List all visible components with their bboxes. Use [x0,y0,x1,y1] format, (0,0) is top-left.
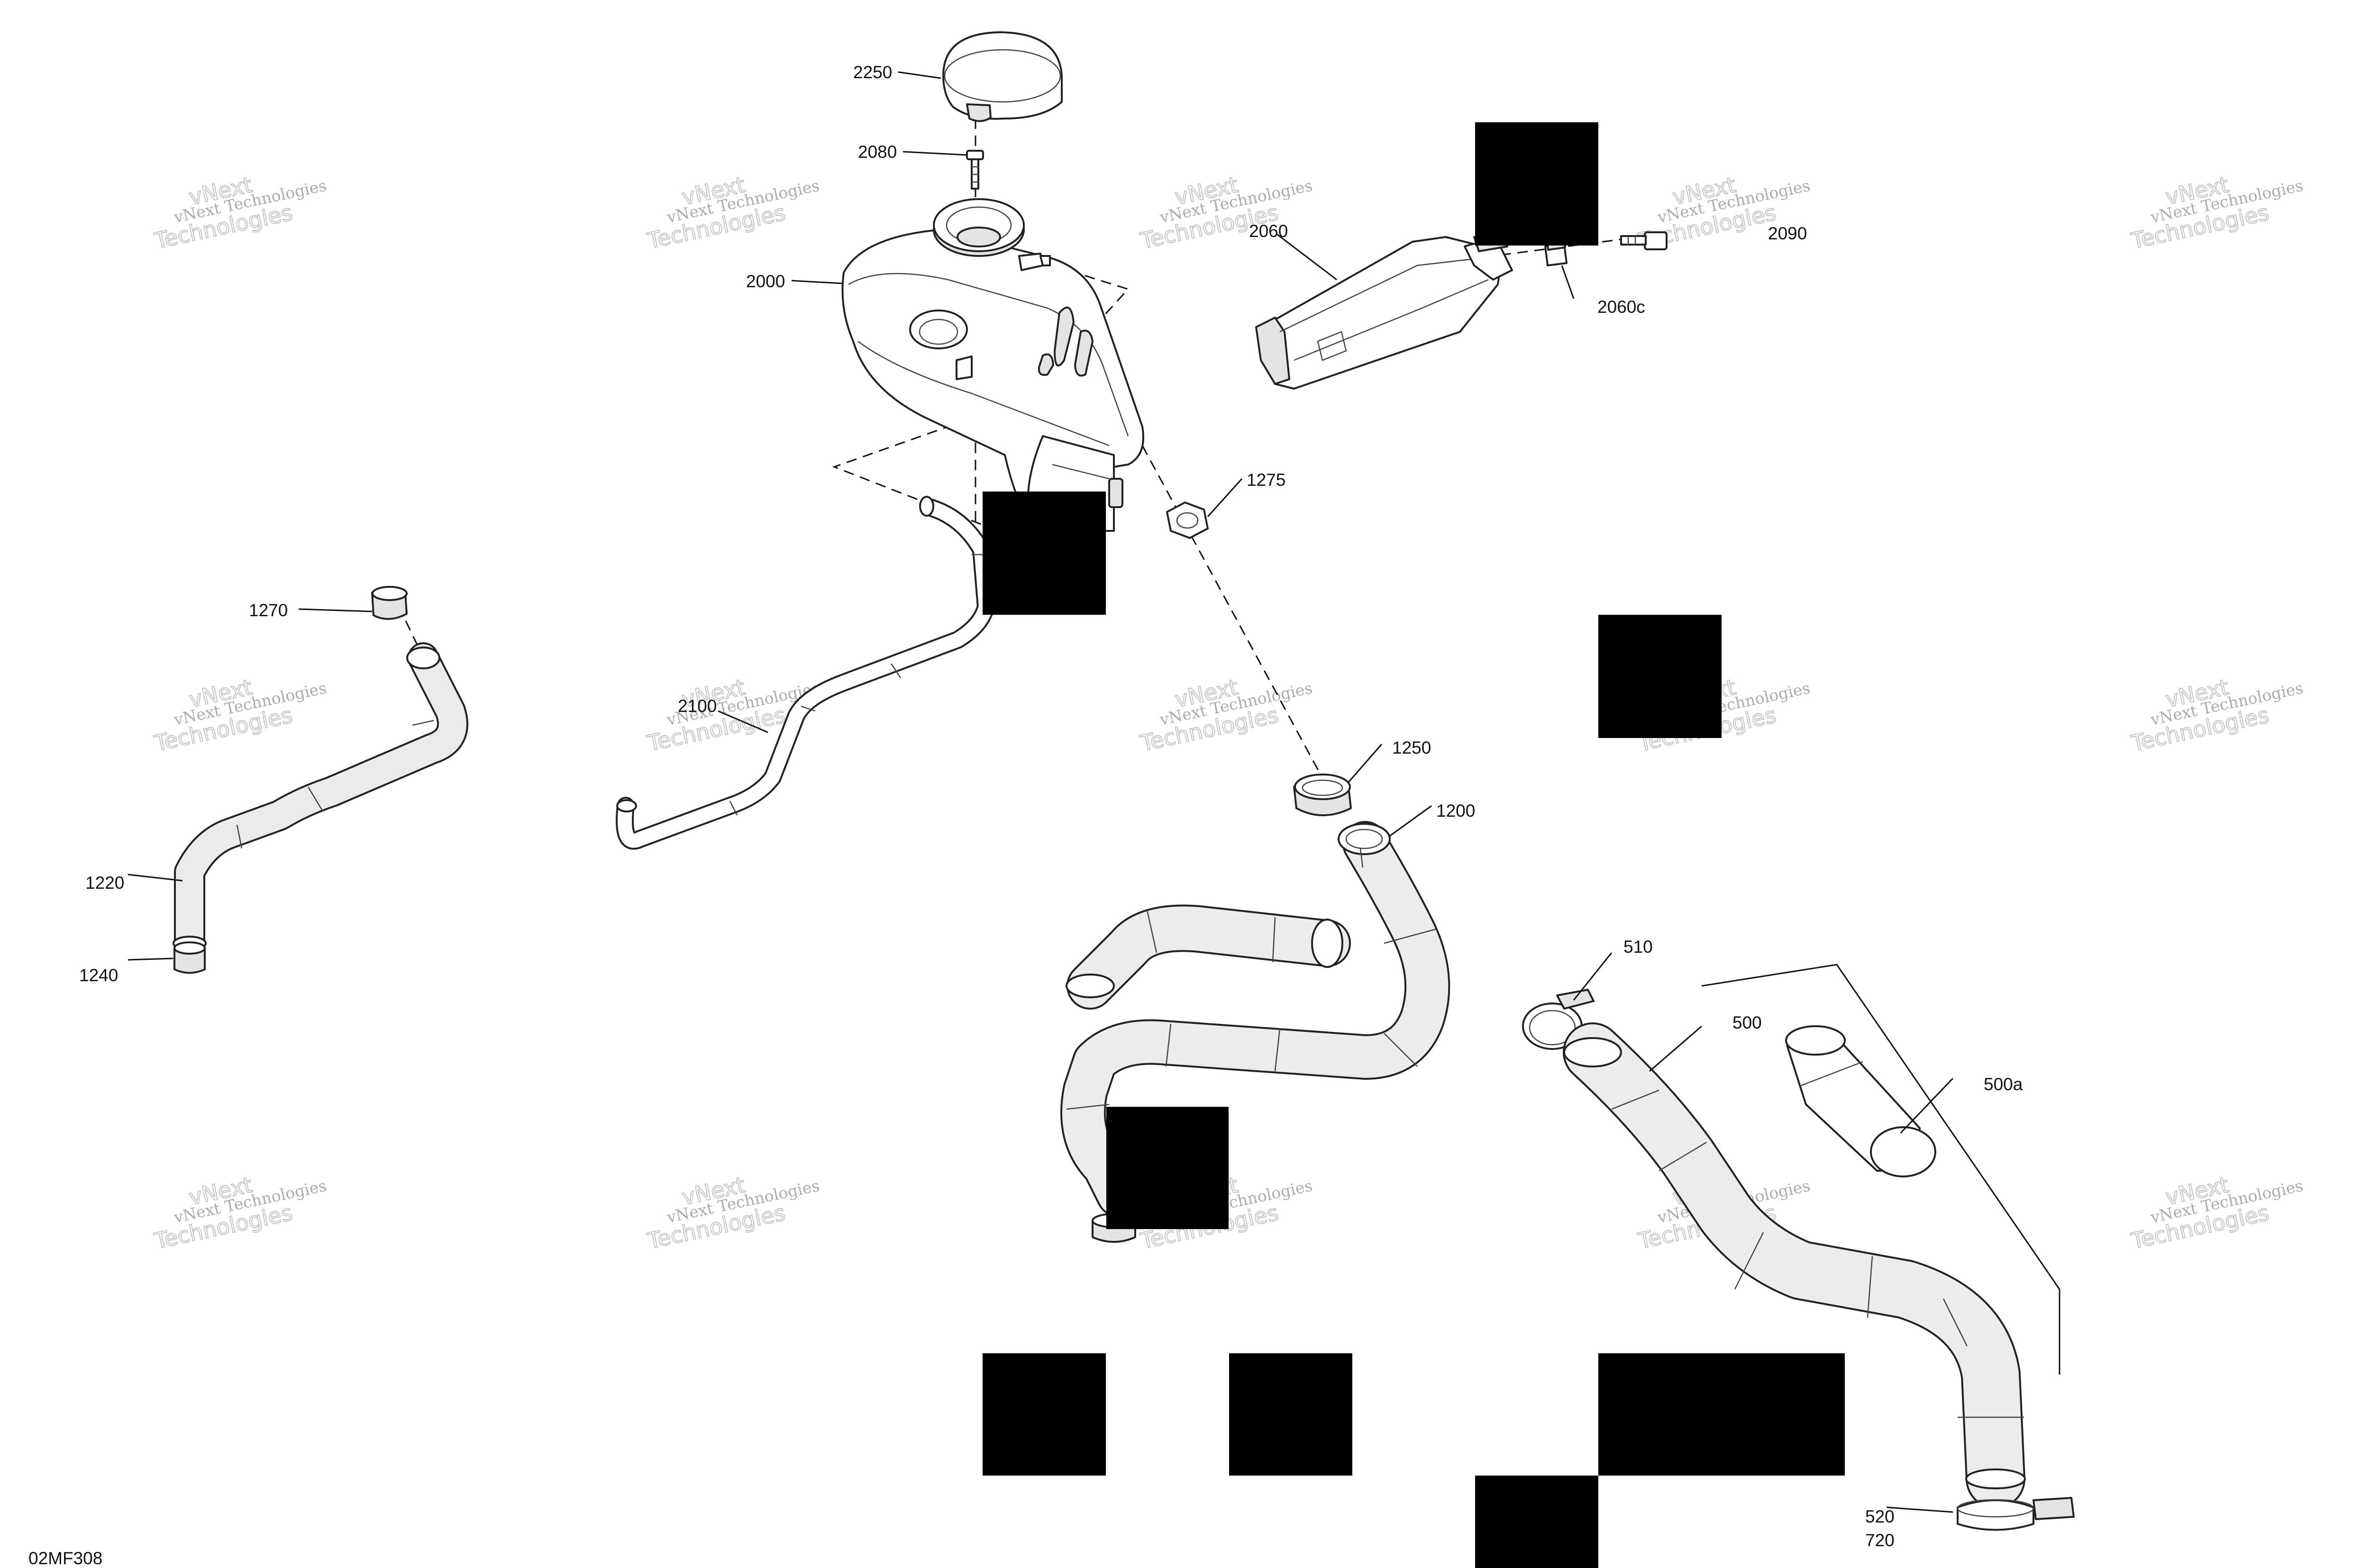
bracket-2060 [1255,234,1513,390]
coolant-tank-2000 [841,198,1144,532]
callout-2080: 2080 [858,142,897,162]
hose-upper-bend [1066,904,1351,1010]
callout-1275: 1275 [1247,470,1285,490]
redaction-block [1475,1476,1598,1568]
hose-500 [1563,1022,2026,1509]
clamp-520-720 [1957,1497,2075,1531]
hose-1200 [1060,821,1450,1217]
clamp-1250 [1293,774,1352,816]
clamp-axis-line [1141,445,1328,787]
callout-500a: 500a [1984,1075,2023,1094]
redaction-block [1598,1353,1845,1476]
callout-520: 520 [1865,1507,1895,1526]
clamp-1240 [173,941,206,974]
leader-lines [128,71,2060,1513]
redaction-block [1106,1107,1229,1229]
redaction-block [1475,122,1598,246]
hose-1220 [173,642,468,959]
callout-500: 500 [1732,1013,1762,1032]
redaction-block [983,1353,1106,1476]
callout-1250: 1250 [1392,738,1431,757]
callout-1240: 1240 [79,966,118,985]
cap-1270 [371,586,408,620]
callout-2250: 2250 [853,63,892,82]
callout-2000: 2000 [746,272,785,291]
callout-labels: 2250 2080 2000 2060 2090 2060c 1275 1270… [28,63,2023,1568]
screw-2090 [1620,231,1668,250]
redaction-block [1598,615,1722,738]
radiator-cap-2250 [942,31,1063,122]
figure-code: 02MF308 [28,1549,102,1568]
redaction-block [1229,1353,1352,1476]
callout-2100: 2100 [678,696,717,716]
callout-1270: 1270 [249,601,288,620]
callout-2060: 2060 [1249,221,1288,241]
callout-1200: 1200 [1436,801,1475,820]
watermark: vNext vNext Technologies Technologies [152,1171,328,1254]
hose-500a [1785,1025,1936,1177]
screw-2080 [966,150,984,190]
callout-2060c: 2060c [1597,297,1645,317]
callout-720: 720 [1865,1531,1895,1550]
redaction-block [983,492,1106,615]
callout-2090: 2090 [1768,224,1807,243]
callout-1220: 1220 [85,873,124,893]
cap-1270-axis-line [405,620,418,645]
redaction-blocks [983,122,1845,1568]
nut-1275 [1166,501,1209,539]
callout-510: 510 [1623,937,1653,957]
